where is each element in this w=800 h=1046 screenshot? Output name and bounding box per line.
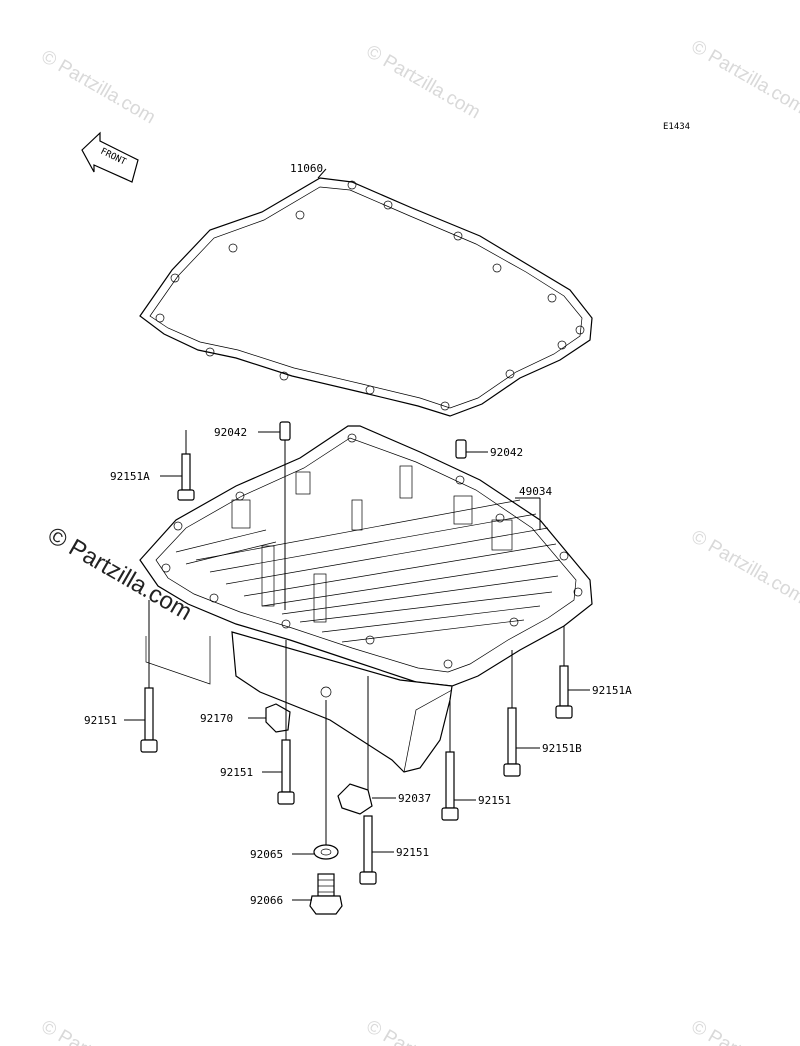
callout-bolt-mid-left: 92151 — [220, 766, 253, 779]
dowel-pin-left — [279, 421, 291, 441]
drain-plug-92066 — [309, 873, 343, 915]
callout-bolt-left: 92151 — [84, 714, 117, 727]
watermark: © Partzilla.com — [38, 1016, 159, 1046]
clamp-92170 — [265, 703, 291, 733]
washer-92065 — [313, 844, 339, 860]
callout-drain-plug: 92066 — [250, 894, 283, 907]
callout-oil-pan: 49034 — [519, 485, 552, 498]
watermark: © Partzilla.com — [688, 526, 800, 608]
callout-clamp: 92170 — [200, 712, 233, 725]
callout-washer: 92065 — [250, 848, 283, 861]
bolt-92151-mid-right — [441, 751, 459, 821]
bolt-92151b — [503, 707, 521, 777]
callout-dowel-left: 92042 — [214, 426, 247, 439]
bolt-92151-mid-left — [277, 739, 295, 805]
callout-clamp-lower: 92037 — [398, 792, 431, 805]
bolt-92151a-left — [177, 453, 195, 501]
watermark: © Partzilla.com — [363, 41, 484, 123]
front-arrow-icon: FRONT — [81, 131, 139, 183]
diagram-code: E1434 — [663, 122, 690, 132]
callout-bolt-mid-right: 92151 — [478, 794, 511, 807]
callout-bolt-a-right: 92151A — [592, 684, 632, 697]
callout-bolt-a-left: 92151A — [110, 470, 150, 483]
callout-gasket: 11060 — [290, 162, 323, 175]
oil-pan-gasket — [139, 177, 593, 417]
callout-bolt-bottom: 92151 — [396, 846, 429, 859]
watermark: © Partzilla.com — [688, 1016, 800, 1046]
bolt-92151a-right — [555, 665, 573, 719]
watermark: © Partzilla.com — [688, 36, 800, 118]
bolt-92151-bottom — [359, 815, 377, 885]
dowel-pin-right — [455, 439, 467, 459]
callout-dowel-right: 92042 — [490, 446, 523, 459]
watermark: © Partzilla.com — [363, 1016, 484, 1046]
clamp-92037 — [337, 783, 373, 815]
oil-pan — [139, 425, 593, 773]
watermark: © Partzilla.com — [38, 46, 159, 128]
callout-bolt-b: 92151B — [542, 742, 582, 755]
